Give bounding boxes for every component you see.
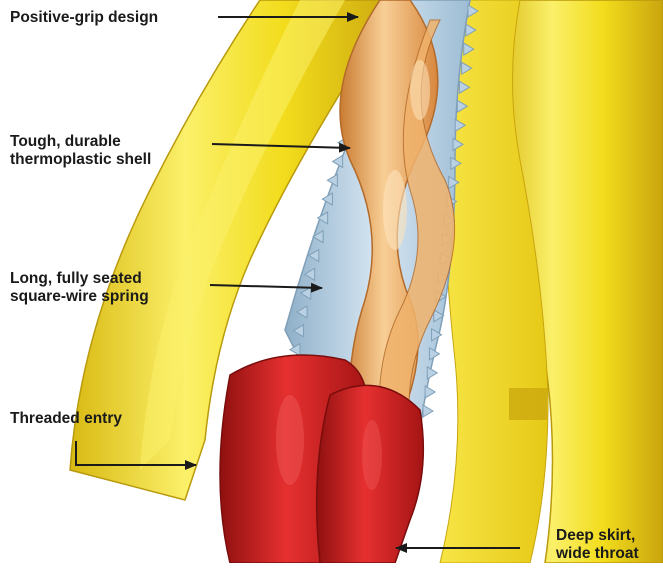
- callout-square-wire-spring-line2: square-wire spring: [10, 288, 149, 306]
- callout-thermoplastic-shell-line1: Tough, durable: [10, 133, 151, 151]
- callout-positive-grip-design: Positive-grip design: [10, 9, 158, 27]
- callout-deep-skirt-line2: wide throat: [556, 545, 639, 563]
- callout-thermoplastic-shell: Tough, durable thermoplastic shell: [10, 133, 151, 169]
- callout-square-wire-spring: Long, fully seated square-wire spring: [10, 270, 149, 306]
- callout-threaded-entry-line1: Threaded entry: [10, 410, 122, 428]
- callout-square-wire-spring-line1: Long, fully seated: [10, 270, 149, 288]
- shell-notch: [509, 388, 547, 420]
- callout-threaded-entry: Threaded entry: [10, 410, 122, 428]
- callout-deep-skirt: Deep skirt, wide throat: [556, 527, 639, 563]
- callout-thermoplastic-shell-line2: thermoplastic shell: [10, 151, 151, 169]
- callout-deep-skirt-line1: Deep skirt,: [556, 527, 639, 545]
- callout-positive-grip-line1: Positive-grip design: [10, 9, 158, 27]
